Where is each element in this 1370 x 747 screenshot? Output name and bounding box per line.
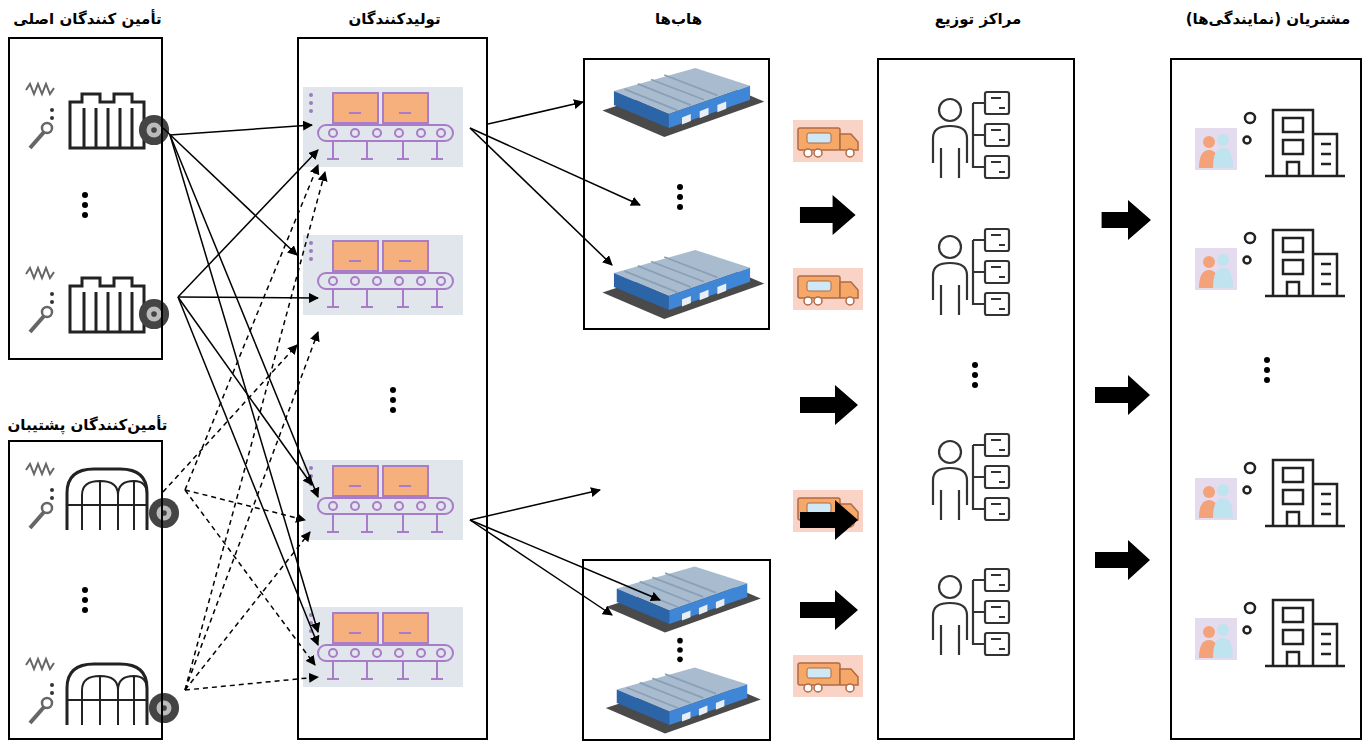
flow-arrow [800, 195, 856, 235]
hub-icon [606, 667, 761, 733]
supply-arrow [170, 125, 312, 135]
column-heading: هاب‌ها [655, 9, 702, 29]
flow-arrow [800, 500, 858, 540]
shipment-arrow [470, 490, 600, 520]
truck-icons [793, 120, 863, 697]
supply-arrow [488, 102, 583, 124]
backup-supplier-icon [26, 464, 179, 530]
ellipsis-dots [390, 387, 396, 413]
supply-arrow [170, 135, 318, 497]
supply-arrow [163, 345, 297, 492]
ellipsis-dots [677, 184, 683, 210]
distribution-icon [933, 569, 1009, 655]
flow-arrow [1095, 375, 1150, 415]
supply-arrow [178, 297, 312, 485]
truck-icon [793, 120, 863, 162]
customer-icon [1195, 230, 1345, 296]
hub-icon [602, 68, 764, 137]
manufacturer-icon [303, 460, 463, 540]
hub-icons [583, 68, 770, 740]
backup-supplier-icon [26, 659, 179, 725]
distribution-icon [933, 92, 1009, 178]
supply-arrows [170, 125, 660, 645]
shipment-arrow [470, 128, 640, 205]
shipment-arrow [470, 128, 612, 265]
customer-icon [1195, 600, 1345, 666]
flow-arrow [1102, 200, 1151, 240]
shipment-arrow [470, 520, 612, 615]
column-box: هاب‌ها [583, 58, 770, 330]
ellipsis-dots [82, 192, 88, 218]
hub-box [583, 560, 770, 740]
ellipsis-dots [82, 587, 88, 613]
manufacturer-icon [303, 607, 463, 687]
column-heading: تأمین کنندگان اصلی [13, 9, 161, 29]
backup-arrows [185, 165, 325, 690]
supplier-icon [26, 268, 169, 332]
column-heading: مراکز توزیع [935, 9, 1022, 29]
column-heading: مشتریان (نمایندگی‌ها) [1186, 9, 1351, 29]
distribution-icons [933, 92, 1009, 655]
ellipsis-dots [677, 638, 683, 662]
flow-arrow [1095, 540, 1150, 580]
manufacturer-icon [303, 235, 463, 315]
distribution-icon [933, 229, 1009, 315]
truck-icon [793, 268, 863, 310]
customer-icons [1195, 110, 1345, 666]
hub-icon [602, 250, 764, 319]
supply-arrow [170, 135, 318, 632]
manufacturer-icon [303, 87, 463, 167]
backup-arrow [185, 490, 305, 520]
column-box: تولیدکنندگان [297, 37, 488, 740]
column-box: مشتریان (نمایندگی‌ها) [1170, 58, 1362, 740]
distribution-icon [933, 434, 1009, 520]
column-box: تأمین کنندگان اصلی [8, 37, 163, 360]
backup-arrow [185, 172, 325, 690]
hub-icon [606, 566, 761, 632]
truck-icon [793, 655, 863, 697]
column-box: مراکز توزیع [877, 58, 1075, 740]
flow-arrow [800, 590, 858, 630]
customer-icon [1195, 110, 1345, 176]
column-heading: تأمین‌کنندگان پشتیبان [8, 415, 168, 435]
ellipsis-dots [972, 362, 978, 388]
shipment-arrow [470, 520, 660, 600]
flow-arrow [800, 385, 858, 425]
manufacturer-icons [303, 87, 463, 687]
ellipsis-dots [1264, 357, 1270, 383]
column-heading: تولیدکنندگان [348, 9, 440, 29]
supplier-icon [26, 84, 169, 148]
supplier-icons [26, 84, 179, 725]
supply-arrow [163, 128, 297, 255]
flow-arrows [800, 375, 1150, 630]
customer-icon [1195, 460, 1345, 526]
column-box: تأمین‌کنندگان پشتیبان [8, 440, 163, 740]
backup-arrow [185, 532, 310, 690]
